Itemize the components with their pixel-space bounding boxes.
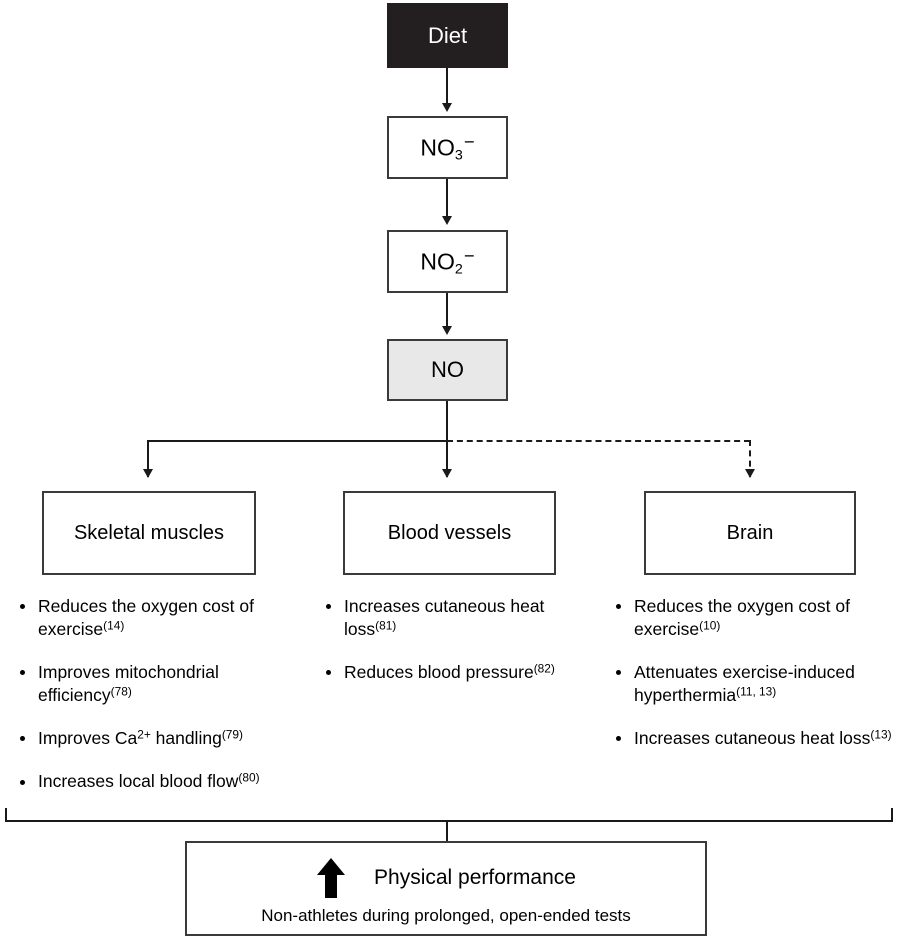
arrowhead-no-to-blood-vessels <box>442 469 452 478</box>
summary-bracket-baseline <box>5 820 893 822</box>
list-item: Increases cutaneous heat loss(13) <box>612 727 892 750</box>
edge-no-to-blood-vessels <box>446 401 448 477</box>
arrowhead-diet-to-nitrate <box>442 103 452 112</box>
arrowhead-nitrite-to-no <box>442 326 452 335</box>
node-physical-performance: Physical performance Non-athletes during… <box>185 841 707 936</box>
edge-no-to-brain-vertical-dashed <box>749 440 751 477</box>
bullet-dot-icon <box>20 604 25 610</box>
node-nitrate-label: NO3− <box>420 131 475 164</box>
node-diet: Diet <box>387 3 508 68</box>
list-item: Reduces the oxygen cost of exercise(14) <box>16 595 306 641</box>
node-nitric-oxide: NO <box>387 339 508 401</box>
bullet-dot-icon <box>20 670 25 676</box>
bullet-dot-icon <box>616 604 621 610</box>
summary-bracket <box>5 808 893 822</box>
effects-list-skeletal-muscles: Reduces the oxygen cost of exercise(14) … <box>16 595 306 794</box>
up-arrow-increase-icon <box>317 858 346 898</box>
arrowhead-nitrate-to-nitrite <box>442 216 452 225</box>
bullet-dot-icon <box>326 604 331 610</box>
effects-list-brain: Reduces the oxygen cost of exercise(10) … <box>612 595 892 750</box>
node-nitrate: NO3− <box>387 116 508 179</box>
node-blood-vessels-label: Blood vessels <box>387 521 512 544</box>
bullet-dot-icon <box>20 736 25 742</box>
list-item: Reduces blood pressure(82) <box>322 661 592 684</box>
arrowhead-no-to-skeletal-muscles <box>143 469 153 478</box>
edge-no-to-skeletal-muscles-horizontal <box>147 440 448 442</box>
list-item: Improves Ca2+ handling(79) <box>16 727 306 750</box>
performance-title-row: Physical performance <box>187 857 705 899</box>
bullet-dot-icon <box>616 736 621 742</box>
list-item: Reduces the oxygen cost of exercise(10) <box>612 595 892 641</box>
bullet-dot-icon <box>20 779 25 785</box>
list-item: Improves mitochondrial efficiency(78) <box>16 661 306 707</box>
performance-title: Physical performance <box>374 865 576 889</box>
edge-nitrite-to-no <box>446 293 448 327</box>
performance-subtitle: Non-athletes during prolonged, open-ende… <box>261 906 631 925</box>
edge-no-to-skeletal-muscles-vertical <box>147 440 149 477</box>
list-item: Increases cutaneous heat loss(81) <box>322 595 592 641</box>
bullet-dot-icon <box>326 670 331 676</box>
node-skeletal-muscles: Skeletal muscles <box>42 491 256 575</box>
bullet-dot-icon <box>616 670 621 676</box>
effects-list-blood-vessels: Increases cutaneous heat loss(81) Reduce… <box>322 595 592 684</box>
edge-bracket-to-performance <box>446 820 448 842</box>
edge-diet-to-nitrate <box>446 68 448 104</box>
node-nitrite: NO2− <box>387 230 508 293</box>
edge-no-to-brain-horizontal-dashed <box>447 440 750 442</box>
list-item: Attenuates exercise-induced hyperthermia… <box>612 661 892 707</box>
node-brain: Brain <box>644 491 856 575</box>
edge-nitrate-to-nitrite <box>446 179 448 217</box>
arrowhead-no-to-brain <box>745 469 755 478</box>
list-item: Increases local blood flow(80) <box>16 770 306 793</box>
node-nitrite-label: NO2− <box>420 245 475 278</box>
node-skeletal-muscles-label: Skeletal muscles <box>73 521 225 544</box>
node-brain-label: Brain <box>726 521 774 544</box>
node-diet-label: Diet <box>427 22 468 48</box>
node-blood-vessels: Blood vessels <box>343 491 556 575</box>
node-nitric-oxide-label: NO <box>431 357 464 383</box>
